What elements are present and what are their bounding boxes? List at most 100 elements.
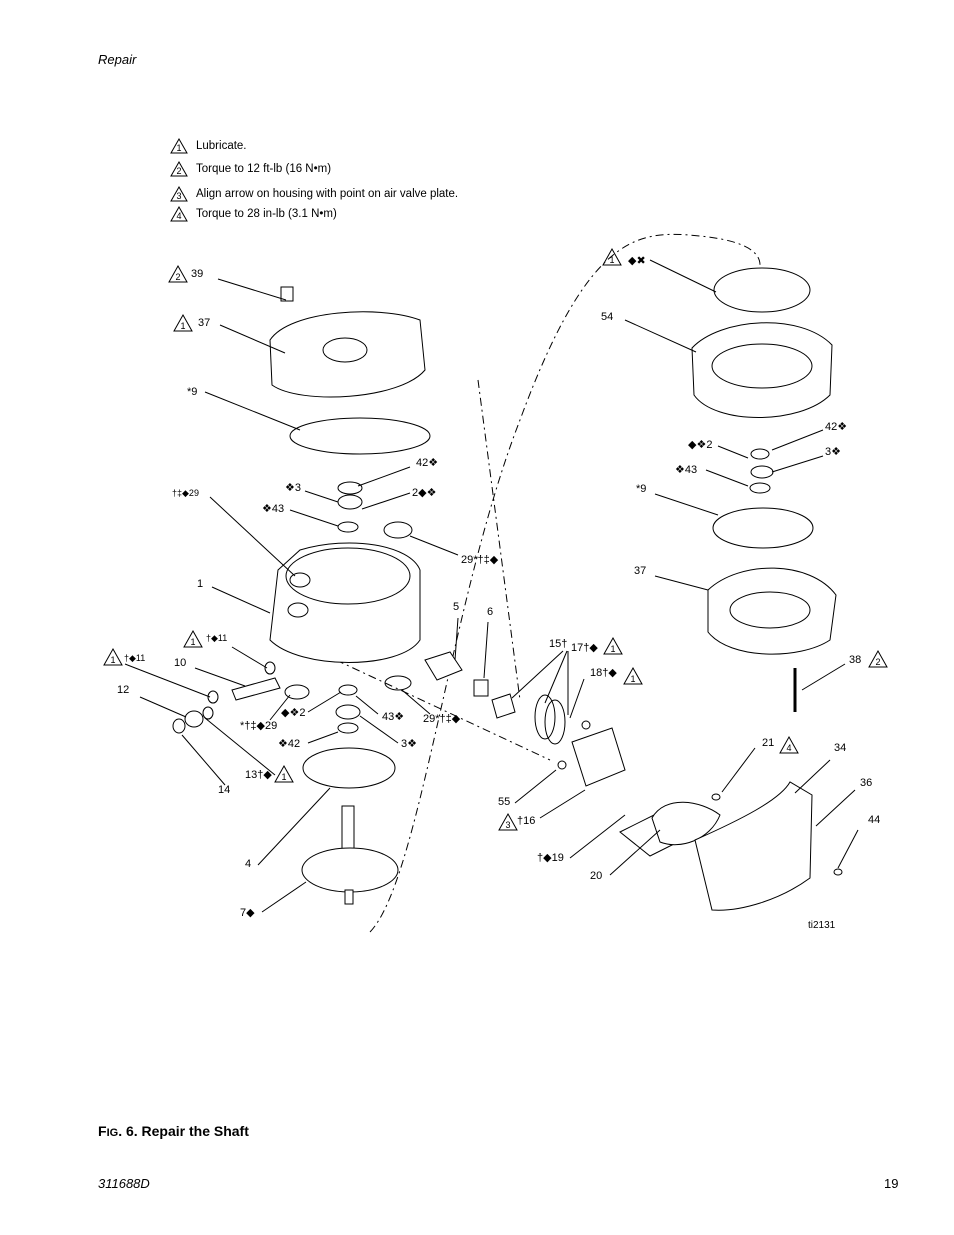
callout-2c: ◆❖2 [688,439,713,451]
figure-caption: FIG. 6. Repair the Shaft [98,1123,249,1139]
shield-34-36 [694,781,813,911]
cover-37 [269,311,426,398]
note-text: Torque to 28 in-lb (3.1 N•m) [196,208,337,220]
callout-38: 38 [849,654,862,666]
callout-9: *9 [187,386,198,398]
callout-37: 37 [198,317,211,329]
svg-text:1: 1 [630,674,635,684]
seal-42b [337,722,359,734]
callout-9b: *9 [636,483,647,495]
block-6 [473,679,489,697]
callout-5: 5 [453,601,460,613]
callout-1: 1 [197,578,204,590]
callout-21: 21 [762,737,775,749]
gasket-29d [384,675,412,691]
oring-43 [337,521,359,533]
oring-11b [207,690,219,704]
callout-6: 6 [487,606,494,618]
callout-55: 55 [498,796,511,808]
callout-2b: ◆❖2 [281,707,306,719]
callout-29b: 29*†‡◆ [461,554,499,566]
section-header: Repair [98,52,137,67]
svg-text:1: 1 [190,637,195,647]
callout-19: †◆19 [537,852,564,864]
callout-13: 13†◆ [245,769,272,781]
valve-plate-16 [571,727,626,787]
routing-line [369,233,761,933]
callout-29: †‡◆29 [172,488,199,498]
callout-34: 34 [834,742,847,754]
callout-11a: †◆11 [206,633,228,643]
callout-7: 7◆ [240,907,255,919]
page-number: 19 [884,1176,899,1191]
callout-42b: ❖42 [278,738,301,750]
note-text: Align arrow on housing with point on air… [196,188,459,200]
cover-37b [707,567,837,655]
callout-17: 17†◆ [571,642,598,654]
callout-4: 4 [245,858,252,870]
cap-12 [184,710,204,728]
cover-20 [651,801,721,846]
seal-17b [544,699,566,745]
bearing-3c [750,465,774,479]
seal-17 [534,694,556,740]
oring-top [713,267,811,313]
figure-id: ti2131 [808,920,836,931]
piston-tip [344,889,354,905]
callout-16: †16 [517,815,536,827]
note-torque-28: 4 Torque to 28 in-lb (3.1 N•m) [170,206,337,222]
housing-port [289,572,311,588]
note-text: Lubricate. [196,140,247,152]
caption-text: . 6. Repair the Shaft [118,1123,249,1139]
oring-4 [302,747,396,789]
callout-x: ◆✖ [628,255,646,267]
gasket-29c [284,684,310,700]
callout-3c: 3❖ [825,446,841,458]
piston-7 [301,847,399,893]
warning-triangle-icon: 1 [170,138,188,154]
svg-text:1: 1 [176,143,181,153]
svg-text:1: 1 [180,321,185,331]
callout-18: 18†◆ [590,667,617,679]
valve-5 [424,651,463,681]
callout-44: 44 [868,814,881,826]
shaft-10 [231,677,281,701]
svg-text:3: 3 [505,820,510,830]
warning-triangle-icon: 2 [170,161,188,177]
callout-20: 20 [590,870,603,882]
svg-text:2: 2 [875,657,880,667]
callout-3b: 3❖ [401,738,417,750]
cover-37b-recess [729,591,811,629]
caption-prefix-small: IG [106,1127,119,1139]
note-text: Torque to 12 ft-lb (16 N•m) [196,163,332,175]
cover-hole [322,337,368,363]
warning-triangle-icon: 4 [170,206,188,222]
callout-14: 14 [218,784,231,796]
spring-15 [491,693,516,719]
seal-2b [338,684,358,696]
ring-14 [172,718,186,734]
svg-text:3: 3 [176,191,181,201]
callout-36: 36 [860,777,873,789]
bearing-3b [335,704,361,720]
screw-55 [557,760,567,770]
callout-43c: ❖43 [675,464,698,476]
axis-line [335,659,551,761]
svg-text:4: 4 [786,743,791,753]
callout-29c: *†‡◆29 [240,720,278,732]
svg-text:1: 1 [110,655,115,665]
gasket-29 [383,521,413,539]
note-lubricate: 1 Lubricate. [170,138,247,154]
oring-43c [749,482,771,494]
callout-39: 39 [191,268,204,280]
oring-18 [581,720,591,730]
housing-1 [269,542,421,663]
callout-37b: 37 [634,565,647,577]
diaphragm-9b [712,507,814,549]
callout-2: 2◆❖ [412,487,437,499]
callout-11b: †◆11 [124,653,146,663]
caption-prefix-big: F [98,1123,107,1139]
note-align-arrow: 3 Align arrow on housing with point on a… [170,186,458,202]
oring-13 [202,706,214,720]
